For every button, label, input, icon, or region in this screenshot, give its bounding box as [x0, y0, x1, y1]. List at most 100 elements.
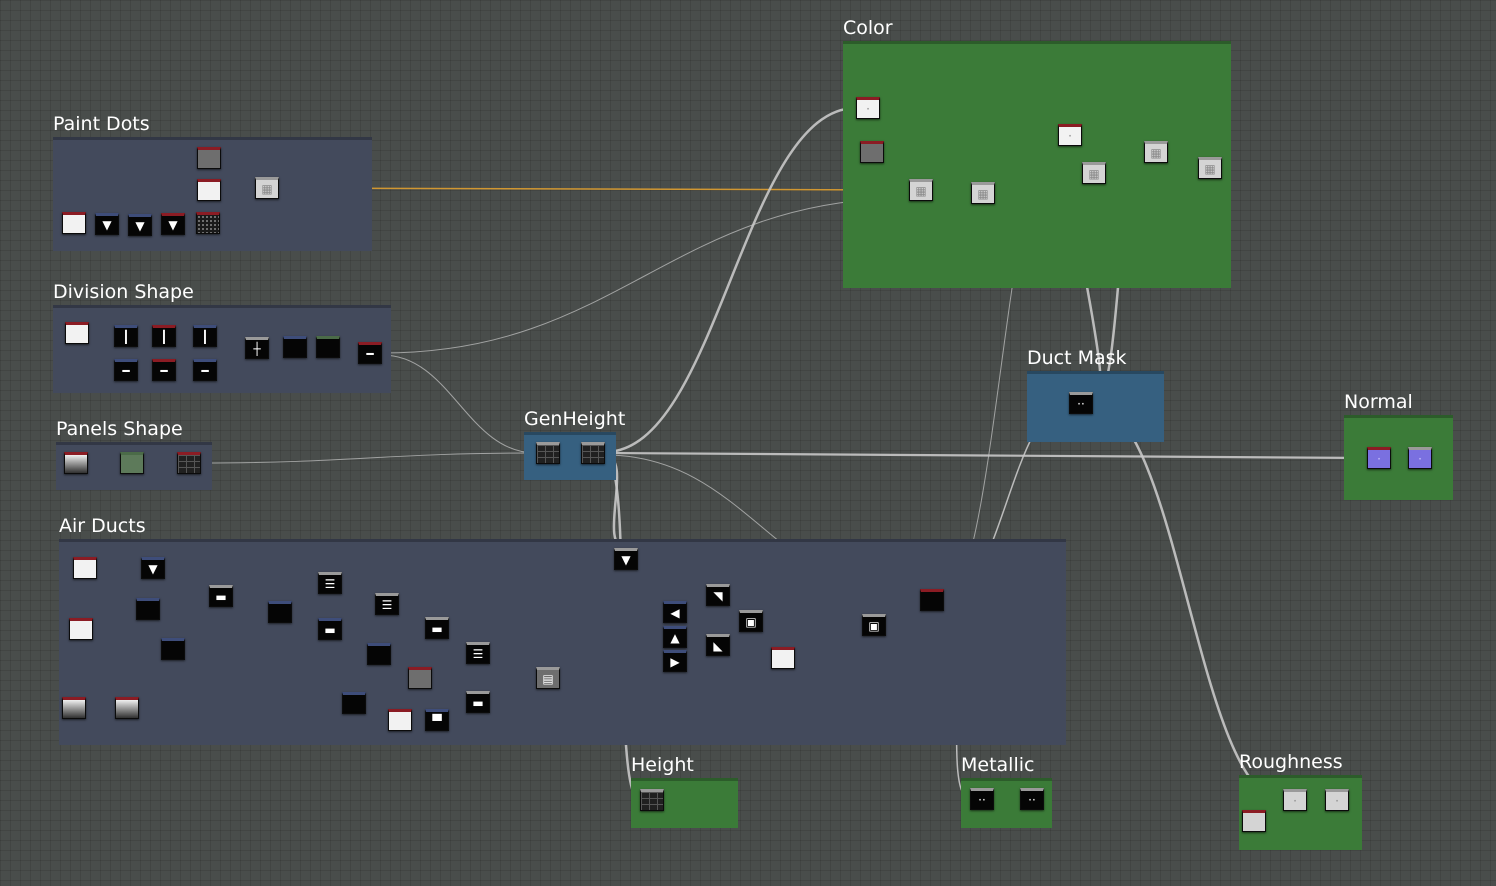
- graph-node[interactable]: [73, 557, 97, 579]
- graph-node[interactable]: [197, 179, 221, 201]
- graph-node[interactable]: [860, 141, 884, 163]
- graph-node[interactable]: ◀: [663, 601, 687, 623]
- tile-icon: ··: [978, 793, 986, 807]
- graph-node[interactable]: [196, 212, 220, 234]
- graph-node[interactable]: ·: [856, 97, 880, 119]
- frame-normal[interactable]: Normal: [1344, 391, 1453, 500]
- triangle-icon: ▼: [621, 553, 631, 567]
- frame-color[interactable]: Color: [843, 17, 1231, 288]
- graph-node[interactable]: ▬: [209, 585, 233, 607]
- graph-node[interactable]: ┃: [193, 325, 217, 347]
- blend-icon: ▦: [261, 182, 273, 196]
- graph-node[interactable]: [367, 643, 391, 665]
- graph-node[interactable]: ▬: [466, 691, 490, 713]
- graph-node[interactable]: [136, 598, 160, 620]
- frame-division-shape[interactable]: Division Shape: [53, 281, 391, 393]
- graph-node[interactable]: [120, 452, 144, 474]
- graph-node[interactable]: ··: [1069, 392, 1093, 414]
- triangle-icon: ▼: [135, 219, 145, 233]
- frame-body: [59, 539, 1066, 745]
- graph-node[interactable]: [408, 667, 432, 689]
- graph-node[interactable]: ☰: [318, 572, 342, 594]
- graph-node[interactable]: ··: [1020, 788, 1044, 810]
- graph-node[interactable]: [62, 697, 86, 719]
- frame-title: Normal: [1344, 391, 1413, 413]
- connection-wire: [200, 452, 537, 464]
- graph-node[interactable]: ··: [970, 788, 994, 810]
- graph-node[interactable]: [388, 709, 412, 731]
- graph-node[interactable]: ┃: [152, 325, 176, 347]
- graph-node[interactable]: ▣: [739, 610, 763, 632]
- graph-node[interactable]: ·: [1058, 124, 1082, 146]
- graph-node[interactable]: ▣: [862, 614, 886, 636]
- frame-duct-mask[interactable]: Duct Mask: [1027, 347, 1164, 442]
- graph-node[interactable]: [268, 601, 292, 623]
- graph-node[interactable]: ▬: [425, 617, 449, 639]
- connection-wire: [604, 451, 1368, 460]
- graph-node[interactable]: [62, 212, 86, 234]
- bricks-icon: [641, 792, 663, 810]
- graph-node[interactable]: ▦: [1198, 157, 1222, 179]
- graph-node[interactable]: ▼: [128, 214, 152, 236]
- graph-node[interactable]: [640, 789, 664, 811]
- graph-node[interactable]: [581, 442, 605, 464]
- graph-node[interactable]: ▦: [909, 179, 933, 201]
- tile-icon: ▶: [670, 655, 680, 669]
- graph-node[interactable]: ▼: [95, 213, 119, 235]
- graph-node[interactable]: ▲: [663, 626, 687, 648]
- graph-node[interactable]: ▼: [614, 548, 638, 570]
- graph-node[interactable]: ▬: [318, 618, 342, 640]
- graph-node[interactable]: ┃: [114, 325, 138, 347]
- graph-node[interactable]: ▦: [1082, 162, 1106, 184]
- graph-node[interactable]: ━: [152, 359, 176, 381]
- graph-node[interactable]: [177, 452, 201, 474]
- graph-node[interactable]: ▶: [663, 650, 687, 672]
- graph-node[interactable]: ·: [1367, 447, 1391, 469]
- graph-node[interactable]: ·: [1408, 447, 1432, 469]
- graph-node[interactable]: [283, 336, 307, 358]
- graph-node[interactable]: [197, 147, 221, 169]
- graph-node[interactable]: [920, 589, 944, 611]
- tile-icon: ▬: [431, 622, 443, 636]
- tile-icon: ☰: [381, 598, 393, 612]
- frame-title: Paint Dots: [53, 113, 150, 135]
- tile-icon: ┃: [201, 330, 209, 344]
- tile-icon: ·: [1377, 452, 1381, 466]
- tile-icon: ▬: [215, 590, 227, 604]
- graph-node[interactable]: [1242, 810, 1266, 832]
- graph-node[interactable]: [65, 322, 89, 344]
- graph-node[interactable]: [115, 697, 139, 719]
- graph-node[interactable]: ▦: [971, 182, 995, 204]
- graph-node[interactable]: ◥: [706, 584, 730, 606]
- graph-node[interactable]: ━: [358, 342, 382, 364]
- graph-node[interactable]: [69, 618, 93, 640]
- graph-node[interactable]: ☰: [375, 593, 399, 615]
- graph-node[interactable]: ☰: [466, 642, 490, 664]
- graph-node[interactable]: [64, 452, 88, 474]
- graph-node[interactable]: ┼: [245, 337, 269, 359]
- frame-title: Roughness: [1239, 751, 1343, 773]
- graph-node[interactable]: [771, 647, 795, 669]
- graph-node[interactable]: [316, 336, 340, 358]
- graph-node[interactable]: [161, 638, 185, 660]
- graph-node[interactable]: ▦: [1144, 141, 1168, 163]
- blend-icon: ▦: [977, 187, 989, 201]
- graph-node[interactable]: ·: [1325, 789, 1349, 811]
- graph-node[interactable]: ◣: [706, 634, 730, 656]
- graph-node[interactable]: [342, 692, 366, 714]
- graph-node[interactable]: ▼: [161, 213, 185, 235]
- graph-node[interactable]: ▼: [141, 557, 165, 579]
- output-icon: ··: [1028, 793, 1036, 807]
- graph-node[interactable]: ·: [1283, 789, 1307, 811]
- graph-node[interactable]: ━: [193, 359, 217, 381]
- tile-icon: ━: [201, 364, 209, 378]
- graph-node[interactable]: [536, 442, 560, 464]
- graph-node[interactable]: ▤: [536, 667, 560, 689]
- frame-air-ducts[interactable]: Air Ducts: [59, 515, 1066, 745]
- graph-node[interactable]: ▀: [425, 709, 449, 731]
- graph-node[interactable]: ▦: [255, 177, 279, 199]
- graph-node[interactable]: ━: [114, 359, 138, 381]
- blend-icon: ▤: [542, 672, 554, 686]
- connection-wire: [278, 187, 910, 191]
